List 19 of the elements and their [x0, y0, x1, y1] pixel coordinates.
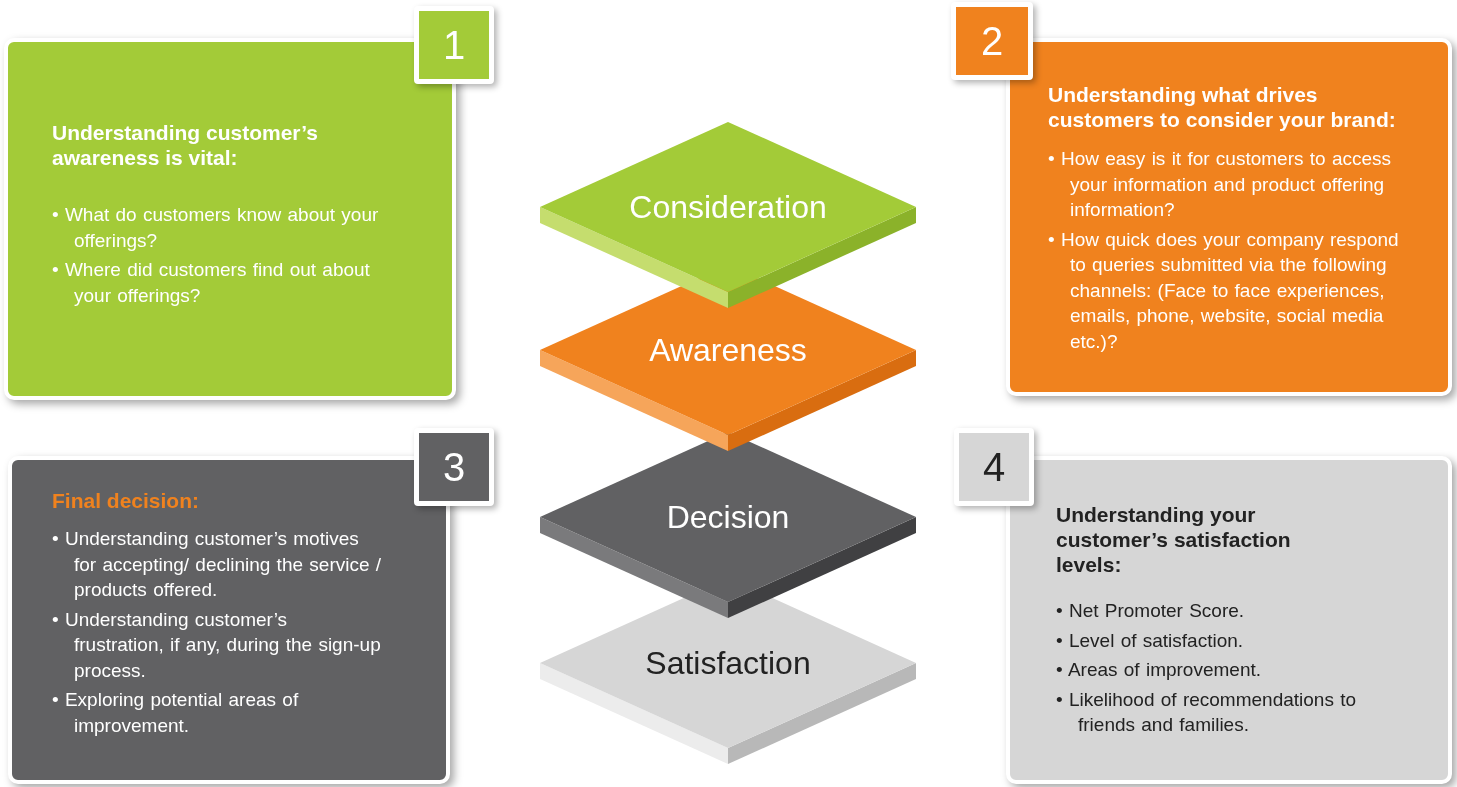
layer-label: Satisfaction [645, 644, 811, 682]
card-heading: Final decision: [52, 488, 201, 513]
card-heading: Understanding what drives customers to consider your brand: [1048, 82, 1397, 132]
layer-label: Consideration [629, 188, 827, 226]
bullet-point: • Where did customers find out about your offerings? [52, 258, 371, 308]
bullet-point: • How quick does your company respond to queries submitted via the following channels: (Face to face experiences, emails, phone, website, social media etc.)? [1048, 227, 1400, 354]
card-heading: Understanding customer’s awareness is vital: [52, 120, 320, 170]
bullet-point: • Understanding customer’s motives for accepting/ declining the service / products offered. [52, 527, 382, 602]
bullet-point: • What do customers know about your offerings? [52, 203, 380, 253]
bullet-point: • Net Promoter Score. [1056, 599, 1246, 623]
bullet-point: • Areas of improvement. [1056, 658, 1262, 682]
card-heading: Understanding your customer’s satisfaction levels: [1056, 502, 1292, 577]
bullet-point: • Likelihood of recommendations to friends and families. [1056, 687, 1358, 737]
layer-label: Decision [666, 498, 790, 536]
bullet-point: • How easy is it for customers to access your information and product offering information? [1048, 147, 1393, 222]
bullet-point: • Level of satisfaction. [1056, 628, 1245, 653]
bullet-point: • Exploring potential areas of improvement. [52, 688, 300, 738]
layer-label: Awareness [649, 331, 807, 369]
bullet-point: • Understanding customer’s frustration, if any, during the sign-up process. [52, 607, 382, 683]
